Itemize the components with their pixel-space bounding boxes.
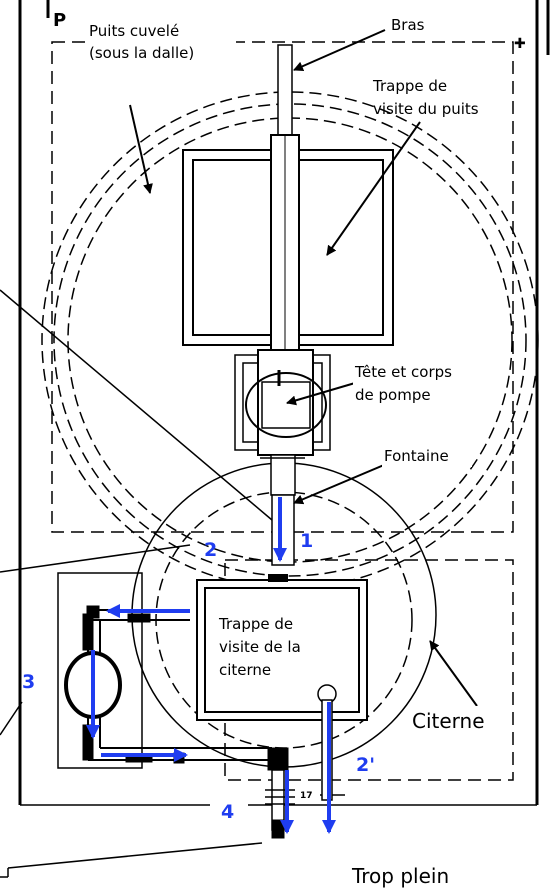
- bras-arrow: [293, 29, 386, 71]
- outer-structure: [18, 0, 550, 806]
- well-trap-arrow: [326, 121, 421, 256]
- plan-letter-mark: P: [53, 10, 66, 31]
- step-3-label: 3: [22, 671, 35, 693]
- puits-arrow: [129, 104, 153, 194]
- flow-arrows: [86, 497, 336, 834]
- pump-arm: [270, 44, 300, 351]
- callout-arrows: [129, 29, 478, 707]
- cistern-trap-label-line3: citerne: [219, 661, 271, 679]
- step-4-label: 4: [221, 801, 234, 823]
- cistern-arrow: [429, 640, 478, 707]
- pump-label-line2: de pompe: [355, 386, 431, 404]
- overflow-label: Trop plein: [351, 864, 449, 888]
- puits-label-bg: [86, 14, 236, 70]
- pump-label-line1: Tête et corps: [354, 363, 452, 381]
- pump-head-arrow: [286, 382, 356, 406]
- leader-line-2: [0, 544, 191, 573]
- fountain-arrow: [293, 464, 385, 505]
- cistern-trap-label-line2: visite de la: [219, 638, 301, 656]
- fountain-label: Fontaine: [384, 447, 449, 465]
- leader-line-1: [0, 289, 273, 521]
- measure-mark: 17: [300, 791, 313, 801]
- cistern-label-bg: [408, 706, 508, 736]
- leader-line-4: [7, 842, 263, 869]
- leader-line-3: [0, 701, 23, 736]
- bras-label-bg: [386, 14, 436, 34]
- well-trap-label-line1: Trappe de: [372, 77, 447, 95]
- bras-label: Bras: [391, 16, 425, 34]
- cistern-label: Citerne: [412, 709, 485, 733]
- puits-label-line1: Puits cuvelé: [89, 22, 179, 40]
- puits-label-line2: (sous la dalle): [89, 44, 194, 62]
- fountain-pipe: [260, 454, 305, 566]
- pump-head: [234, 349, 331, 456]
- step-2-label: 2: [204, 539, 217, 561]
- leader-lines: [0, 289, 273, 878]
- cistern-trap-label-line1: Trappe de: [218, 615, 293, 633]
- fountain-label-bg: [382, 445, 472, 467]
- step-2-prime-label: 2': [356, 754, 375, 776]
- well-circle-middle: [53, 103, 527, 577]
- pump-label-bg: [353, 360, 495, 412]
- step-1-label: 1: [300, 530, 313, 552]
- corner-mark: ✚: [514, 36, 526, 52]
- well-trap-label-line2: visite du puits: [373, 100, 479, 118]
